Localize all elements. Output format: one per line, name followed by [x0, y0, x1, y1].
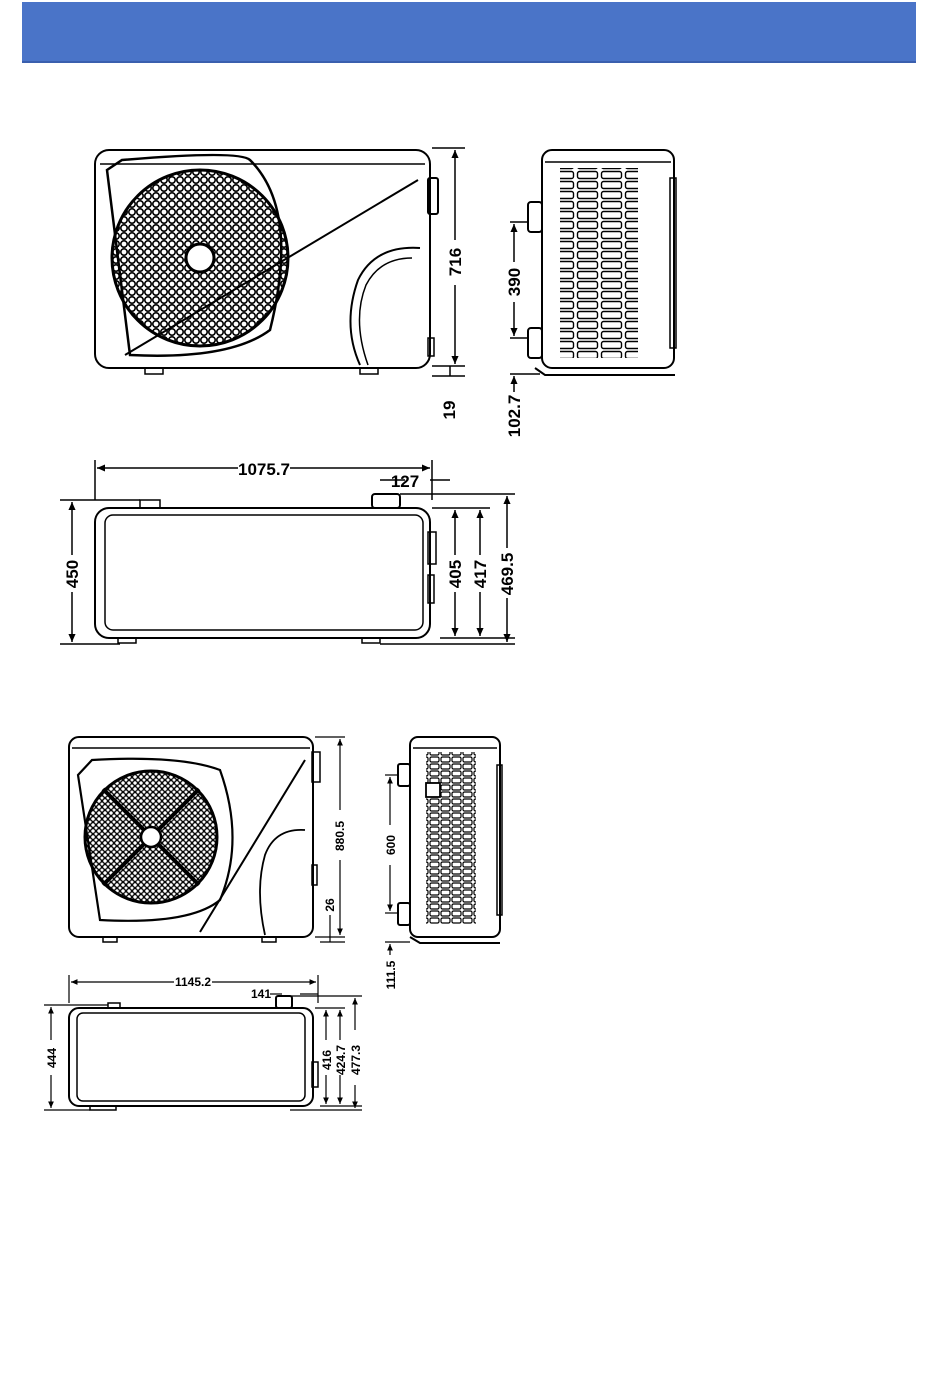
unit2-base-label: 111.5: [384, 960, 398, 989]
unit1-height-label: 716: [446, 248, 465, 276]
unit2-top-dims: [44, 975, 362, 1110]
unit2-side-dims: [385, 775, 410, 955]
unit2-d2-label: 424.7: [334, 1045, 348, 1075]
unit1-length-label: 1075.7: [238, 460, 290, 479]
unit1-d1-label: 405: [446, 560, 465, 588]
unit1-depth-label: 450: [63, 560, 82, 588]
unit1-d3-label: 469.5: [498, 553, 517, 596]
unit1-offset-label: 127: [391, 472, 419, 491]
unit1-foot-label: 19: [440, 401, 459, 420]
unit2-foot-label: 26: [323, 898, 337, 912]
unit1-d2-label: 417: [471, 560, 490, 588]
unit2-length-label: 1145.2: [175, 975, 211, 989]
unit1-top-dims: [60, 460, 515, 644]
unit1-front-view: [95, 150, 438, 374]
unit2-spacing-label: 600: [384, 835, 398, 855]
unit1-spacing-label: 390: [505, 268, 524, 296]
unit2-height-label: 880.5: [333, 821, 347, 851]
unit2-front-view: [69, 737, 320, 942]
unit1-side-view: [528, 150, 676, 375]
unit2-offset-label: 141: [251, 987, 271, 1001]
unit2-side-view: [398, 737, 502, 943]
unit1-top-view: [95, 494, 436, 643]
unit1-side-dims: [510, 222, 540, 392]
unit2-d3-label: 477.3: [349, 1045, 363, 1075]
unit1-base-label: 102.7: [505, 395, 524, 438]
unit2-depth-label: 444: [45, 1048, 59, 1068]
unit2-top-view: [69, 996, 318, 1110]
unit2-d1-label: 416: [320, 1050, 334, 1070]
